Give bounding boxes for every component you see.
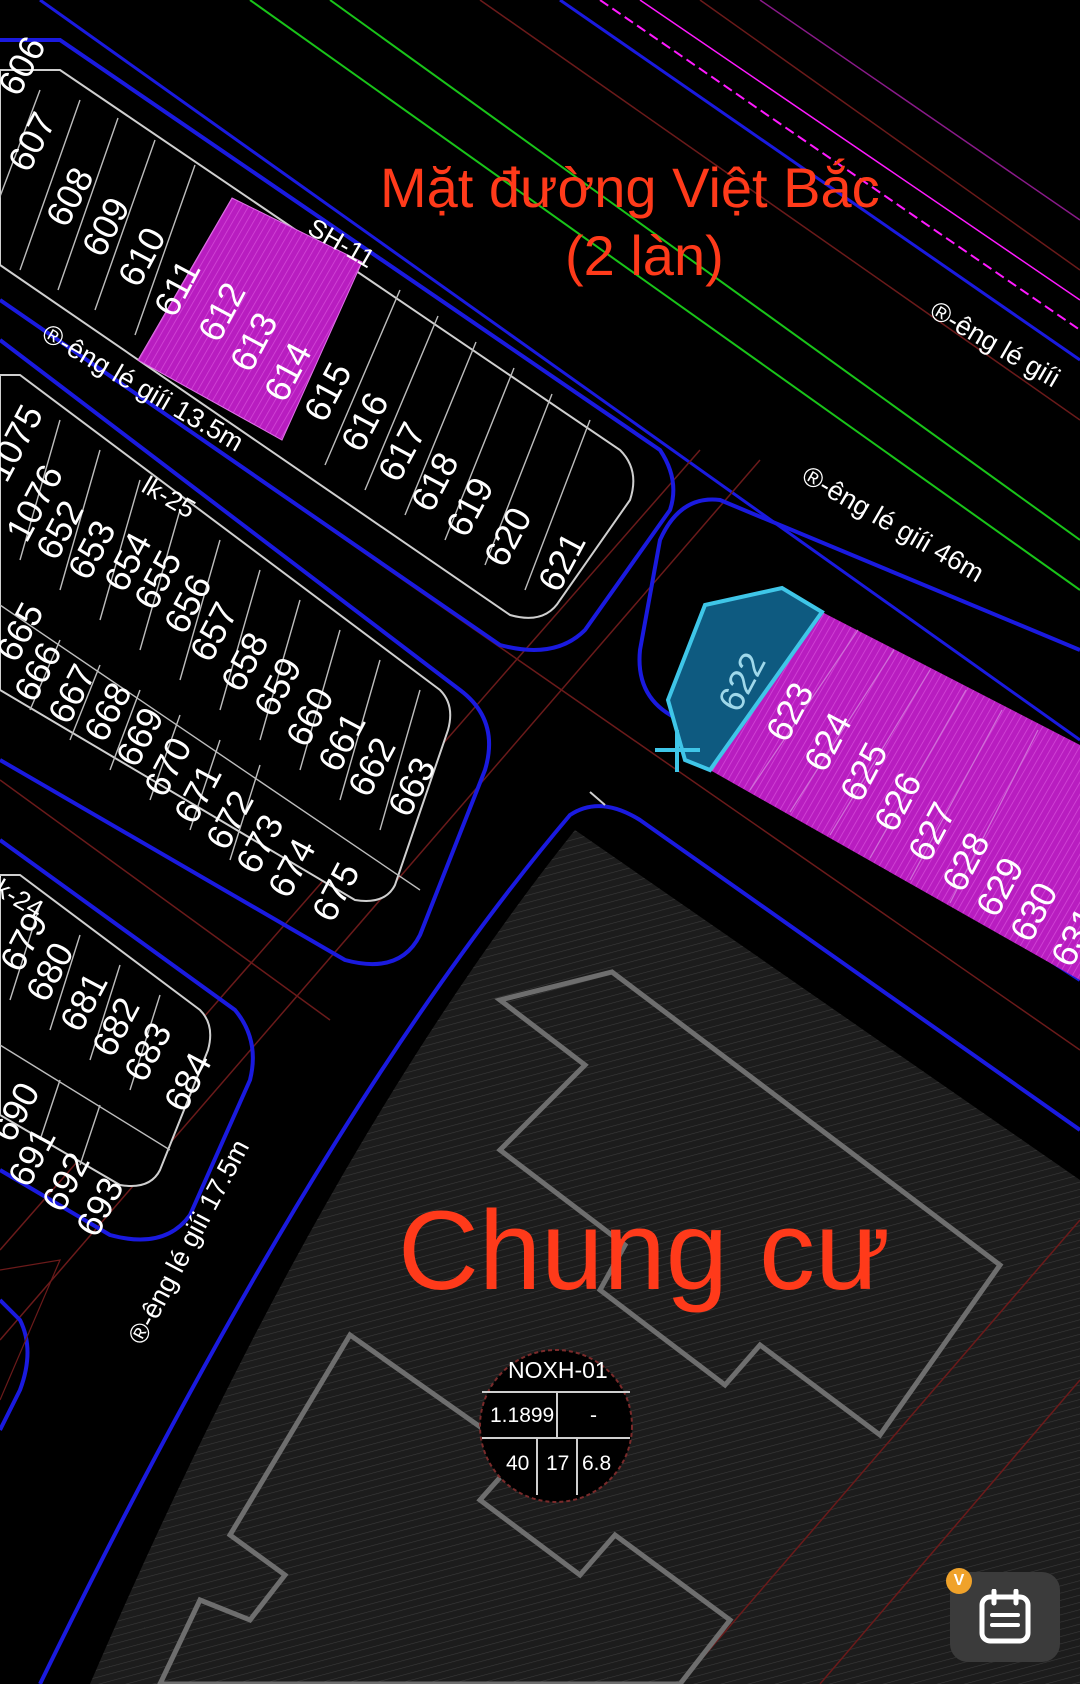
sh11-dividers — [0, 89, 591, 591]
apartment-zone — [90, 830, 1080, 1684]
lk24-dividers — [0, 904, 171, 1166]
highlight-lots-612-614 — [137, 197, 363, 441]
info-code: NOXH-01 — [508, 1357, 608, 1383]
fab-badge: V — [946, 1568, 972, 1594]
apartment-road — [38, 804, 1080, 1684]
road-title-line1: Mặt đường Việt Bắc — [380, 156, 880, 219]
building-2 — [157, 1331, 734, 1684]
info-value-2: 17 — [546, 1452, 570, 1475]
info-circle — [479, 1349, 633, 1503]
cross-marker — [655, 730, 700, 772]
block-lk24-road — [0, 838, 255, 1242]
block-lk25-outline — [0, 374, 452, 902]
road-title-line2: (2 làn) — [565, 224, 724, 287]
info-area: 1.1899 — [490, 1404, 555, 1427]
block-lk25-road — [0, 338, 492, 967]
highlight-lots-623-631 — [710, 612, 1080, 980]
calendar-icon — [979, 1589, 1031, 1644]
main-road-lines — [39, 0, 1080, 742]
info-dash: - — [590, 1404, 597, 1427]
lot-622-selected — [665, 585, 825, 773]
info-value-3: 6.8 — [582, 1452, 612, 1475]
info-value-1: 40 — [506, 1452, 530, 1475]
apartment-label: Chung cư — [398, 1188, 891, 1313]
lk25-dividers — [19, 419, 421, 861]
block-lk24-outline — [0, 874, 212, 1187]
block-sh11-road — [0, 38, 676, 652]
block-right-road — [637, 497, 1080, 982]
building-1 — [494, 969, 1004, 1439]
right-dividers — [749, 629, 1039, 904]
